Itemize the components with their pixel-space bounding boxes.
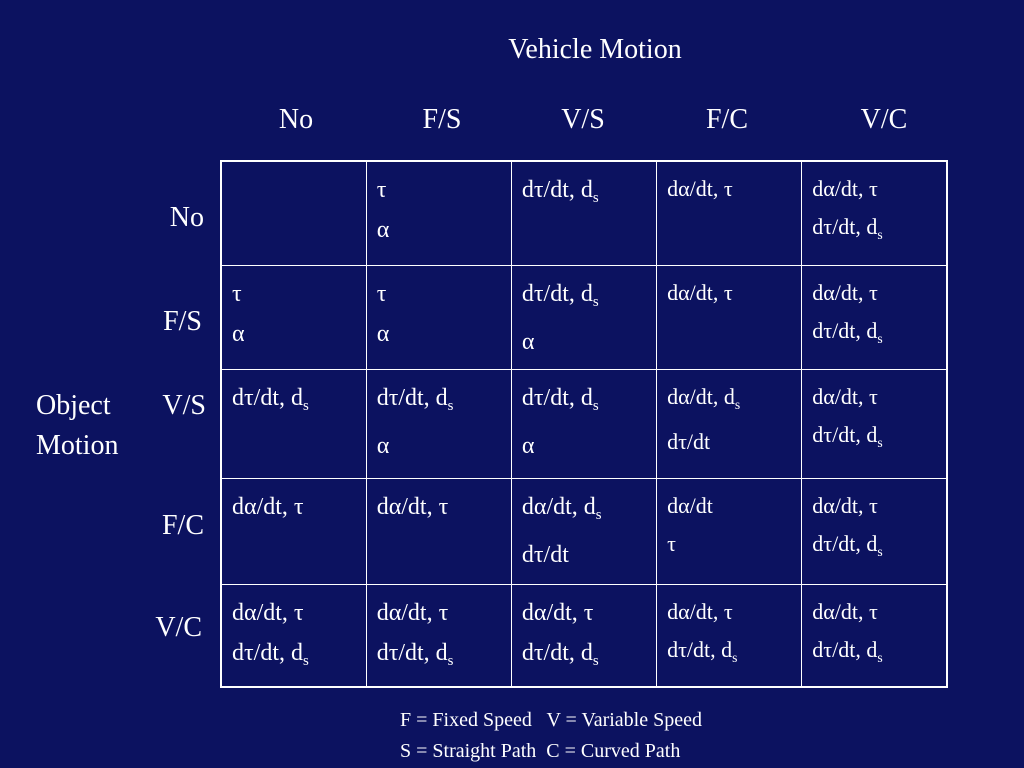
cell-line: dτ/dt, ds <box>812 421 883 450</box>
cell-line: dα/dt, ds <box>521 493 602 523</box>
table-cell: dα/dt, τ dτ/dt, ds <box>656 583 803 688</box>
row-header-fs: F/S <box>163 306 202 337</box>
cell-line: dα/dt, τ <box>232 493 304 520</box>
cell-line: dα/dt, τ <box>376 493 449 520</box>
cell-line: dα/dt, τ <box>812 492 878 518</box>
cell-line: dα/dt, τ <box>812 383 878 409</box>
col-header-fc: F/C <box>705 104 749 135</box>
cell-line: dτ/dt, ds <box>812 317 883 346</box>
cell-line: α <box>376 320 390 347</box>
cell-line: dτ/dt, ds <box>521 280 599 310</box>
cell-line: dτ/dt, ds <box>232 384 309 414</box>
row-header-vc: V/C <box>155 612 202 643</box>
table-cell: dα/dt, τ dτ/dt, ds <box>801 264 948 370</box>
table-cell: dα/dt, ds dτ/dt <box>656 368 803 479</box>
cell-line: dτ/dt, ds <box>667 636 738 665</box>
row-header-vs: V/S <box>162 390 206 421</box>
table-cell: dα/dt, τ <box>656 160 803 266</box>
cell-line: dα/dt, τ <box>232 599 304 626</box>
cell-line: dτ/dt, ds <box>376 639 454 669</box>
col-header-no: No <box>278 104 314 135</box>
cell-line: α <box>521 432 535 459</box>
cell-line: dτ/dt, ds <box>521 639 599 669</box>
table-cell: dα/dt, τ dτ/dt, ds <box>220 583 367 688</box>
col-header-vs: V/S <box>561 104 605 135</box>
cell-line: dα/dt <box>667 492 713 518</box>
cell-line: dα/dt, ds <box>667 383 741 412</box>
cell-line: τ <box>376 280 387 307</box>
table-row: dτ/dt, ds dτ/dt, ds α dτ/dt, ds α dα/dt, ds dτ… <box>220 368 948 479</box>
cell-line: dτ/dt, ds <box>376 384 454 414</box>
table-cell: dα/dt, τ dτ/dt, ds <box>365 583 512 688</box>
cell-line: dα/dt, τ <box>812 176 878 201</box>
cell-line: α <box>376 217 390 243</box>
row-axis-label-line: Object <box>36 390 111 421</box>
legend-line: S = Straight Path C = Curved Path <box>400 740 681 762</box>
cell-line: dτ/dt <box>521 541 569 568</box>
cell-line: dτ/dt, ds <box>812 214 883 242</box>
cell-line: τ <box>667 530 676 556</box>
table-cell: dα/dt, τ dτ/dt, ds <box>510 583 658 688</box>
table-cell: dα/dt, τ dτ/dt, ds <box>801 477 948 585</box>
row-header-fc: F/C <box>161 510 204 541</box>
cell-line: dτ/dt, ds <box>521 177 599 207</box>
cell-line: dτ/dt, ds <box>812 636 883 665</box>
cell-line: dα/dt, τ <box>376 599 449 626</box>
cell-line: τ <box>376 177 387 203</box>
col-header-fs: F/S <box>422 104 462 135</box>
table-cell: dτ/dt, ds <box>510 160 658 266</box>
table-cell: dα/dt, ds dτ/dt <box>510 477 658 585</box>
table-cell: dτ/dt, ds <box>220 368 367 479</box>
cell-line: dτ/dt, ds <box>521 384 599 414</box>
table-cell: dτ/dt, ds α <box>510 368 658 479</box>
legend-line: F = Fixed Speed V = Variable Speed <box>400 709 702 731</box>
col-header-vc: V/C <box>860 104 908 135</box>
row-axis-label: Object Motion <box>36 386 156 466</box>
cell-line: α <box>376 432 390 459</box>
table-cell: dα/dt, τ dτ/dt, ds <box>801 368 948 479</box>
table-cell: dτ/dt, ds α <box>365 368 512 479</box>
slide-title: Vehicle Motion <box>508 34 682 65</box>
table-cell <box>220 160 367 266</box>
table-cell: dτ/dt, ds α <box>510 264 658 370</box>
row-header-no: No <box>169 202 204 233</box>
cell-line: dτ/dt <box>667 429 711 455</box>
cell-line: dα/dt, τ <box>812 279 878 305</box>
table-cell: dα/dt τ <box>656 477 803 585</box>
table-cell: dα/dt, τ dτ/dt, ds <box>801 160 948 266</box>
legend: F = Fixed Speed V = Variable Speed S = S… <box>400 705 702 767</box>
cell-line: dτ/dt, ds <box>232 639 309 669</box>
cell-line: dα/dt, τ <box>667 176 733 201</box>
cell-line: τ <box>232 280 242 307</box>
cell-line: dα/dt, τ <box>521 599 594 626</box>
cell-line: dα/dt, τ <box>667 598 733 624</box>
table-cell: dα/dt, τ dτ/dt, ds <box>801 583 948 688</box>
cell-line: α <box>521 328 535 355</box>
cell-line: α <box>232 320 245 347</box>
cell-line: dα/dt, τ <box>667 279 733 305</box>
table-cell: dα/dt, τ <box>656 264 803 370</box>
table-cell: dα/dt, τ <box>220 477 367 585</box>
table-cell: dα/dt, τ <box>365 477 512 585</box>
cell-line: dα/dt, τ <box>812 598 878 624</box>
cell-line: dτ/dt, ds <box>812 530 883 559</box>
row-axis-label-line: Motion <box>36 430 119 461</box>
